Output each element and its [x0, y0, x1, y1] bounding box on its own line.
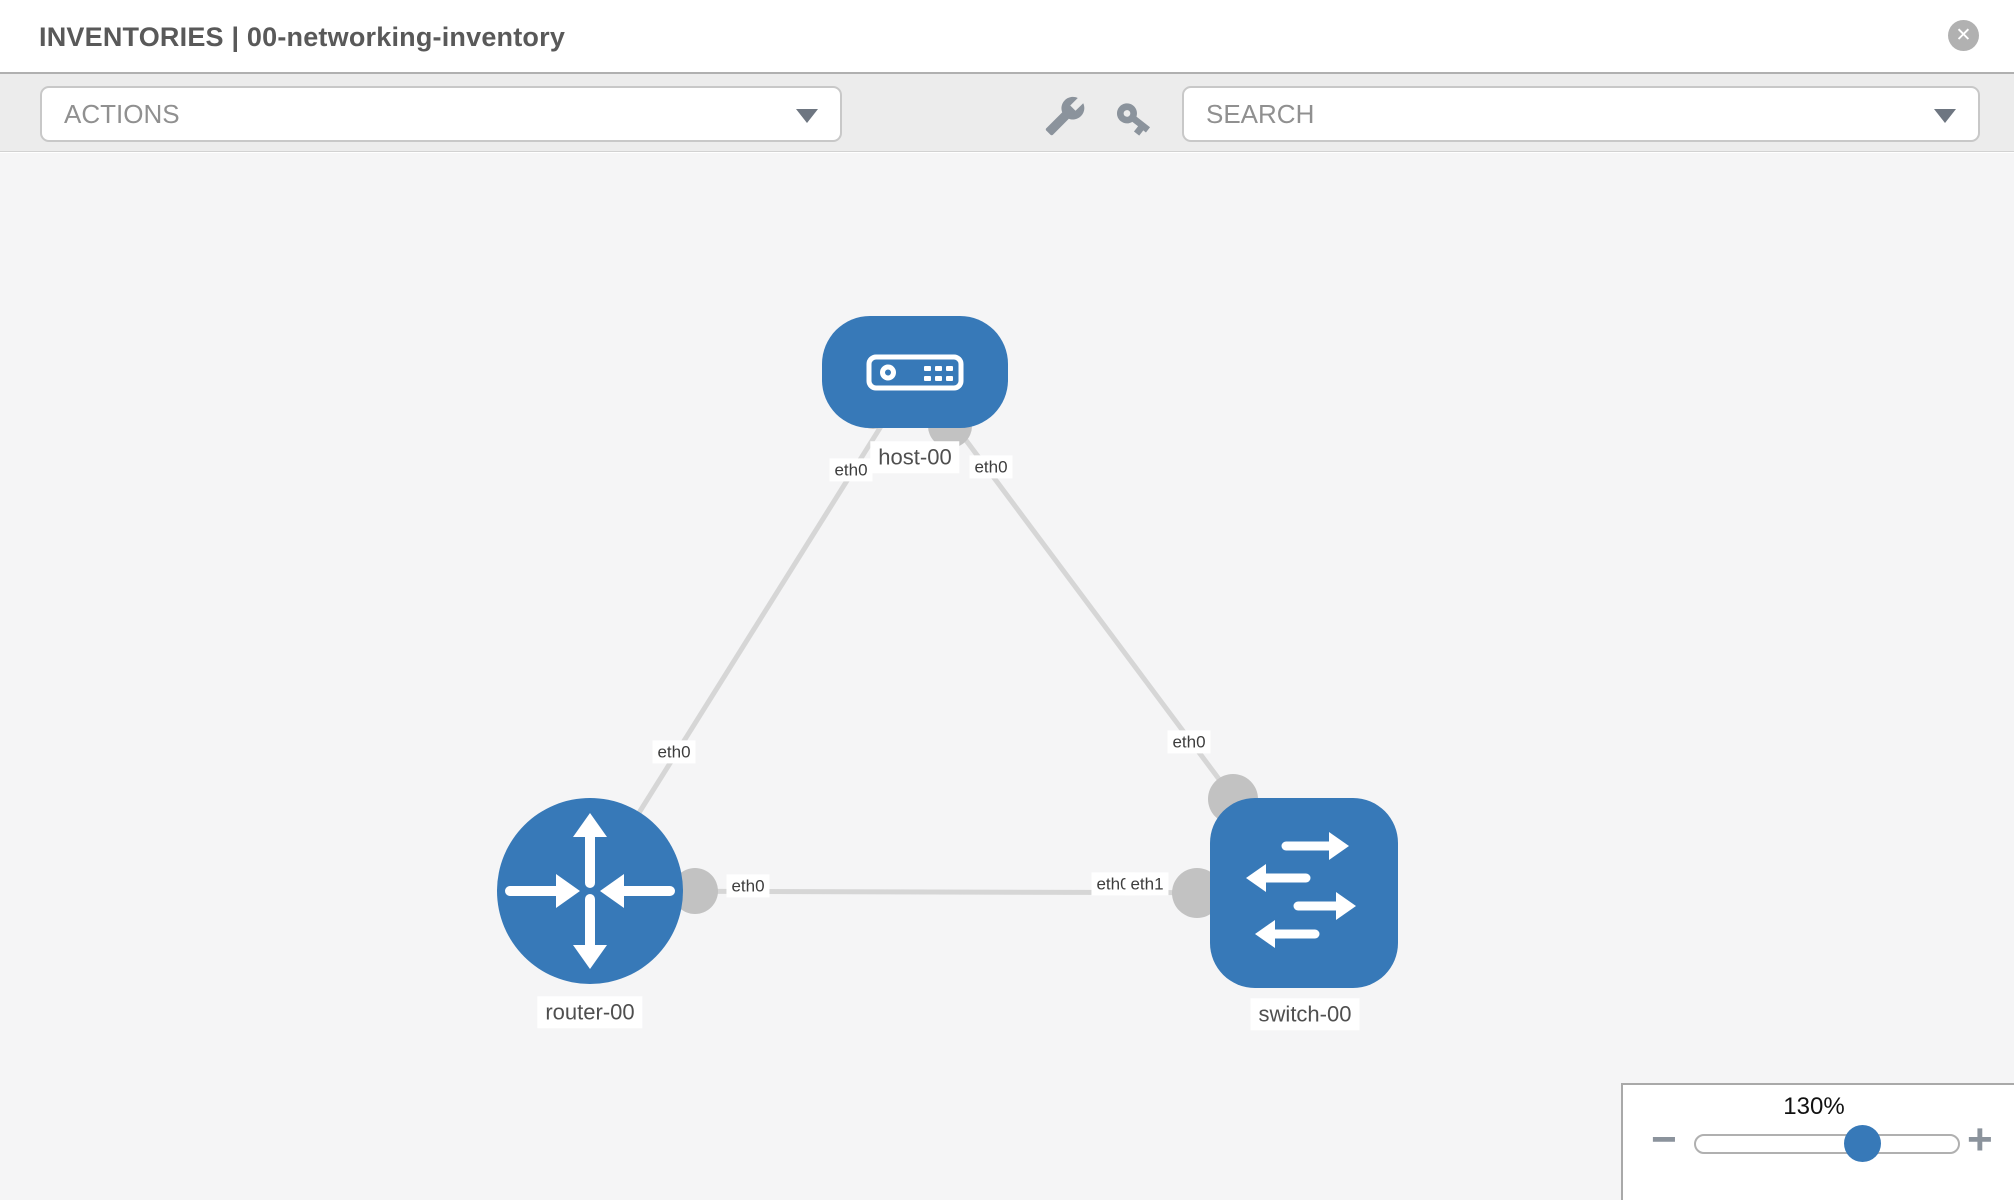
zoom-level-value: 130% — [1783, 1093, 1845, 1120]
actions-dropdown[interactable]: ACTIONS — [40, 86, 842, 142]
switch-icon — [1246, 832, 1356, 948]
zoom-slider-handle[interactable] — [1844, 1125, 1881, 1162]
search-dropdown[interactable]: SEARCH — [1182, 86, 1980, 142]
search-placeholder: SEARCH — [1206, 98, 1315, 129]
zoom-widget: 130% − + — [1621, 1083, 2014, 1200]
close-button[interactable]: ✕ — [1948, 20, 1979, 51]
zoom-out-button[interactable]: − — [1651, 1115, 1677, 1164]
node-switch-00[interactable] — [1210, 798, 1398, 988]
wrench-icon[interactable] — [1044, 95, 1086, 142]
interface-point[interactable] — [672, 868, 718, 914]
chevron-down-icon — [796, 109, 818, 123]
page-title: INVENTORIES | 00-networking-inventory — [39, 22, 566, 52]
zoom-in-button[interactable]: + — [1967, 1115, 1993, 1164]
actions-dropdown-label: ACTIONS — [64, 98, 180, 129]
chevron-down-icon — [1934, 109, 1956, 123]
node-router-00[interactable] — [497, 798, 683, 984]
router-icon — [505, 813, 675, 969]
interface-point[interactable] — [1172, 868, 1222, 918]
topology-svg — [497, 316, 1398, 988]
node-host-00[interactable] — [822, 316, 1008, 428]
close-icon: ✕ — [1955, 25, 1972, 46]
toolbar: ACTIONS SEARCH — [0, 72, 2014, 152]
zoom-slider-track[interactable] — [1694, 1125, 1960, 1162]
host-icon — [866, 354, 964, 391]
key-icon[interactable] — [1102, 90, 1161, 150]
header: INVENTORIES | 00-networking-inventory ✕ — [0, 0, 2014, 72]
